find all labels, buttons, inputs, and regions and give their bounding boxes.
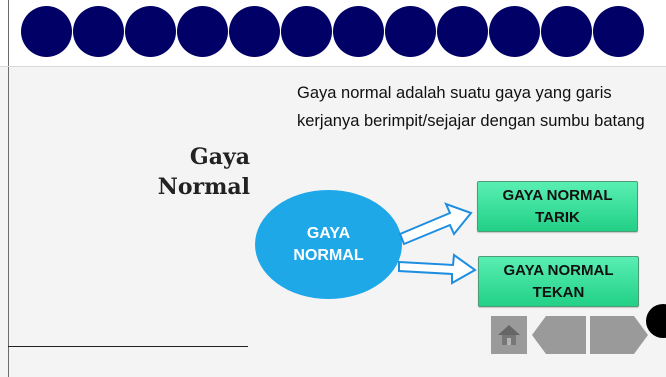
decorative-dot [541,6,592,57]
tarik-box: GAYA NORMAL TARIK [477,181,638,232]
decorative-dot [73,6,124,57]
decorative-circle [646,304,666,338]
left-border-line [0,0,9,377]
top-band [0,0,666,66]
tekan-label: GAYA NORMAL TEKAN [503,261,614,301]
decorative-dot [281,6,332,57]
tarik-label: GAYA NORMAL TARIK [502,186,613,226]
tekan-box: GAYA NORMAL TEKAN [478,256,639,307]
decorative-dot [385,6,436,57]
decorative-dot [333,6,384,57]
decorative-dot [177,6,228,57]
bottom-divider [8,346,248,347]
decorative-dot [489,6,540,57]
decorative-dot [21,6,72,57]
arrow-to-tekan [398,253,477,285]
slide-title: Gaya Normal [157,144,250,200]
gaya-normal-ellipse: GAYA NORMAL [255,190,402,299]
decorative-dot [593,6,644,57]
header-divider [0,66,666,67]
arrow-to-tarik [398,202,473,246]
decorative-dot [229,6,280,57]
previous-arrow-icon[interactable] [532,316,586,354]
home-icon[interactable] [491,316,527,354]
decorative-dot [125,6,176,57]
decorative-dot [437,6,488,57]
dot-row [21,6,651,58]
center-label: GAYA NORMAL [293,224,364,264]
next-arrow-icon[interactable] [590,316,648,354]
definition-text: Gaya normal adalah suatu gaya yang garis… [297,84,645,130]
